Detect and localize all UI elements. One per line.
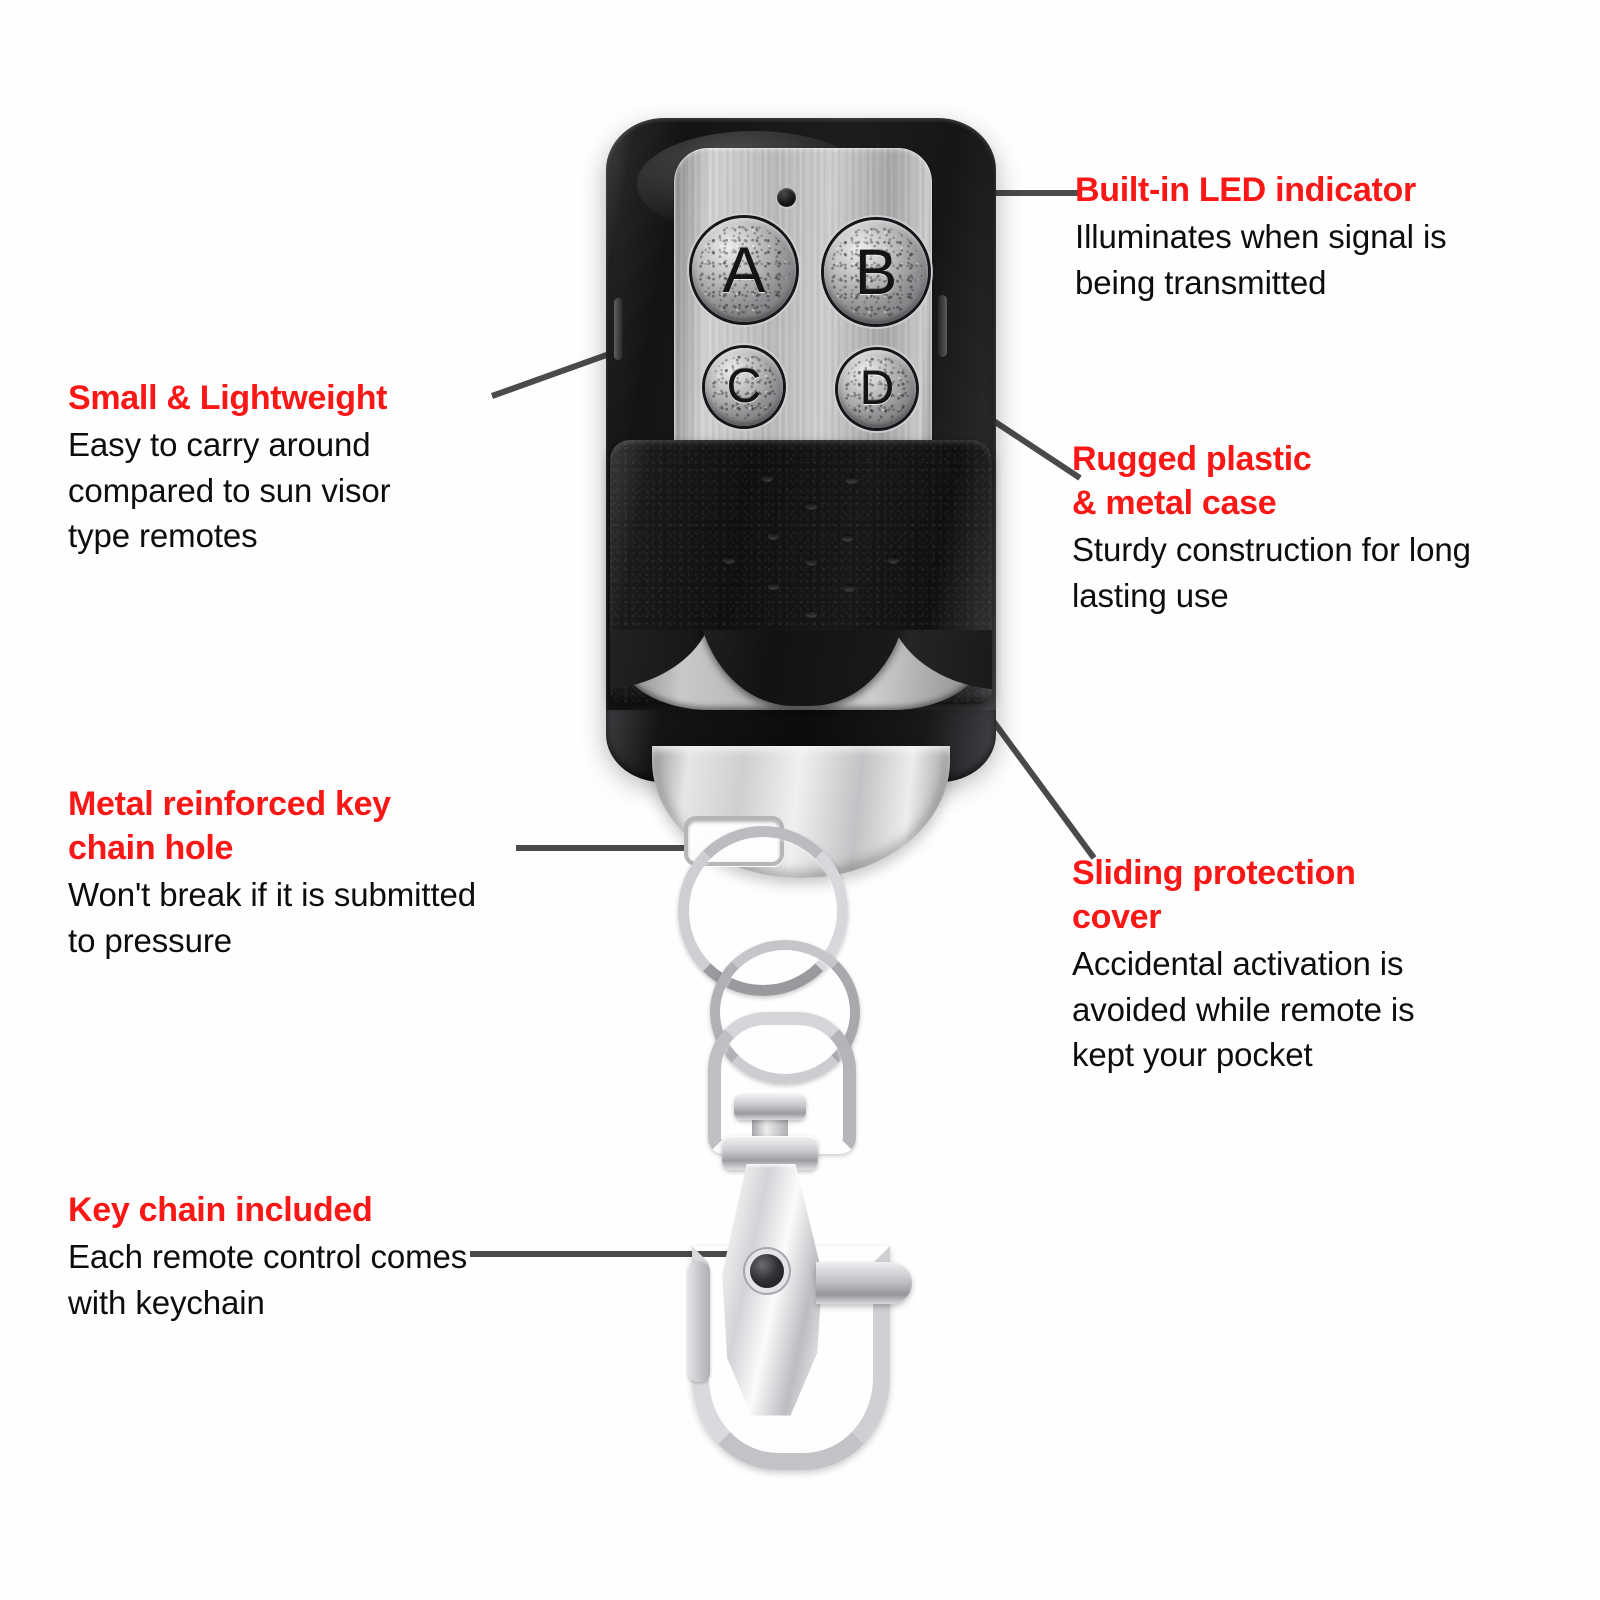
callout-small-lightweight-body: Easy to carry around compared to sun vis… [68,426,391,555]
remote-button-a-label: A [722,234,766,306]
callout-led-indicator: Built-in LED indicator Illuminates when … [1075,168,1545,305]
grip-notch-right [938,295,947,357]
sliding-protection-cover[interactable] [610,440,992,704]
callout-small-lightweight: Small & Lightweight Easy to carry around… [68,376,498,559]
led-indicator-icon [777,188,796,207]
clasp-collar [734,1094,806,1120]
remote-button-d-label: D [859,362,895,415]
clasp-pivot-rivet [750,1254,784,1288]
remote-button-d[interactable]: D [838,350,916,428]
remote-control-product-image: A B C D [560,110,1030,1470]
callout-rugged-case-title: Rugged plastic & metal case [1072,440,1312,523]
callout-sliding-cover-title: Sliding protection cover [1072,854,1356,937]
remote-button-c[interactable]: C [705,348,783,426]
clasp-thumb-lever[interactable] [816,1262,912,1304]
cover-dimple-pattern [610,440,992,704]
callout-keychain-hole-title: Metal reinforced key chain hole [68,785,391,868]
remote-button-a[interactable]: A [692,218,796,322]
clasp-body [722,1164,823,1416]
clasp-gate [688,1262,710,1382]
lobster-clasp [630,1010,930,1470]
callout-keychain-hole-body: Won't break if it is submitted to pressu… [68,876,477,959]
remote-button-b[interactable]: B [824,220,928,324]
remote-button-c-label: C [726,360,762,413]
callout-led-indicator-title: Built-in LED indicator [1075,171,1416,209]
split-ring-lower [710,940,860,1084]
grip-notch-left [614,298,623,360]
callout-keychain-included-body: Each remote control comes with keychain [68,1238,468,1321]
callout-keychain-included-title: Key chain included [68,1191,373,1229]
callout-led-indicator-body: Illuminates when signal is being transmi… [1075,218,1447,301]
callout-sliding-cover: Sliding protection cover Accidental acti… [1072,851,1502,1078]
callout-keychain-hole: Metal reinforced key chain hole Won't br… [68,782,578,963]
callout-small-lightweight-title: Small & Lightweight [68,379,388,417]
callout-keychain-included: Key chain included Each remote control c… [68,1188,568,1325]
callout-rugged-case-body: Sturdy construction for long lasting use [1072,531,1471,614]
callout-sliding-cover-body: Accidental activation is avoided while r… [1072,945,1415,1074]
remote-button-b-label: B [854,236,898,308]
callout-rugged-case: Rugged plastic & metal case Sturdy const… [1072,437,1572,618]
